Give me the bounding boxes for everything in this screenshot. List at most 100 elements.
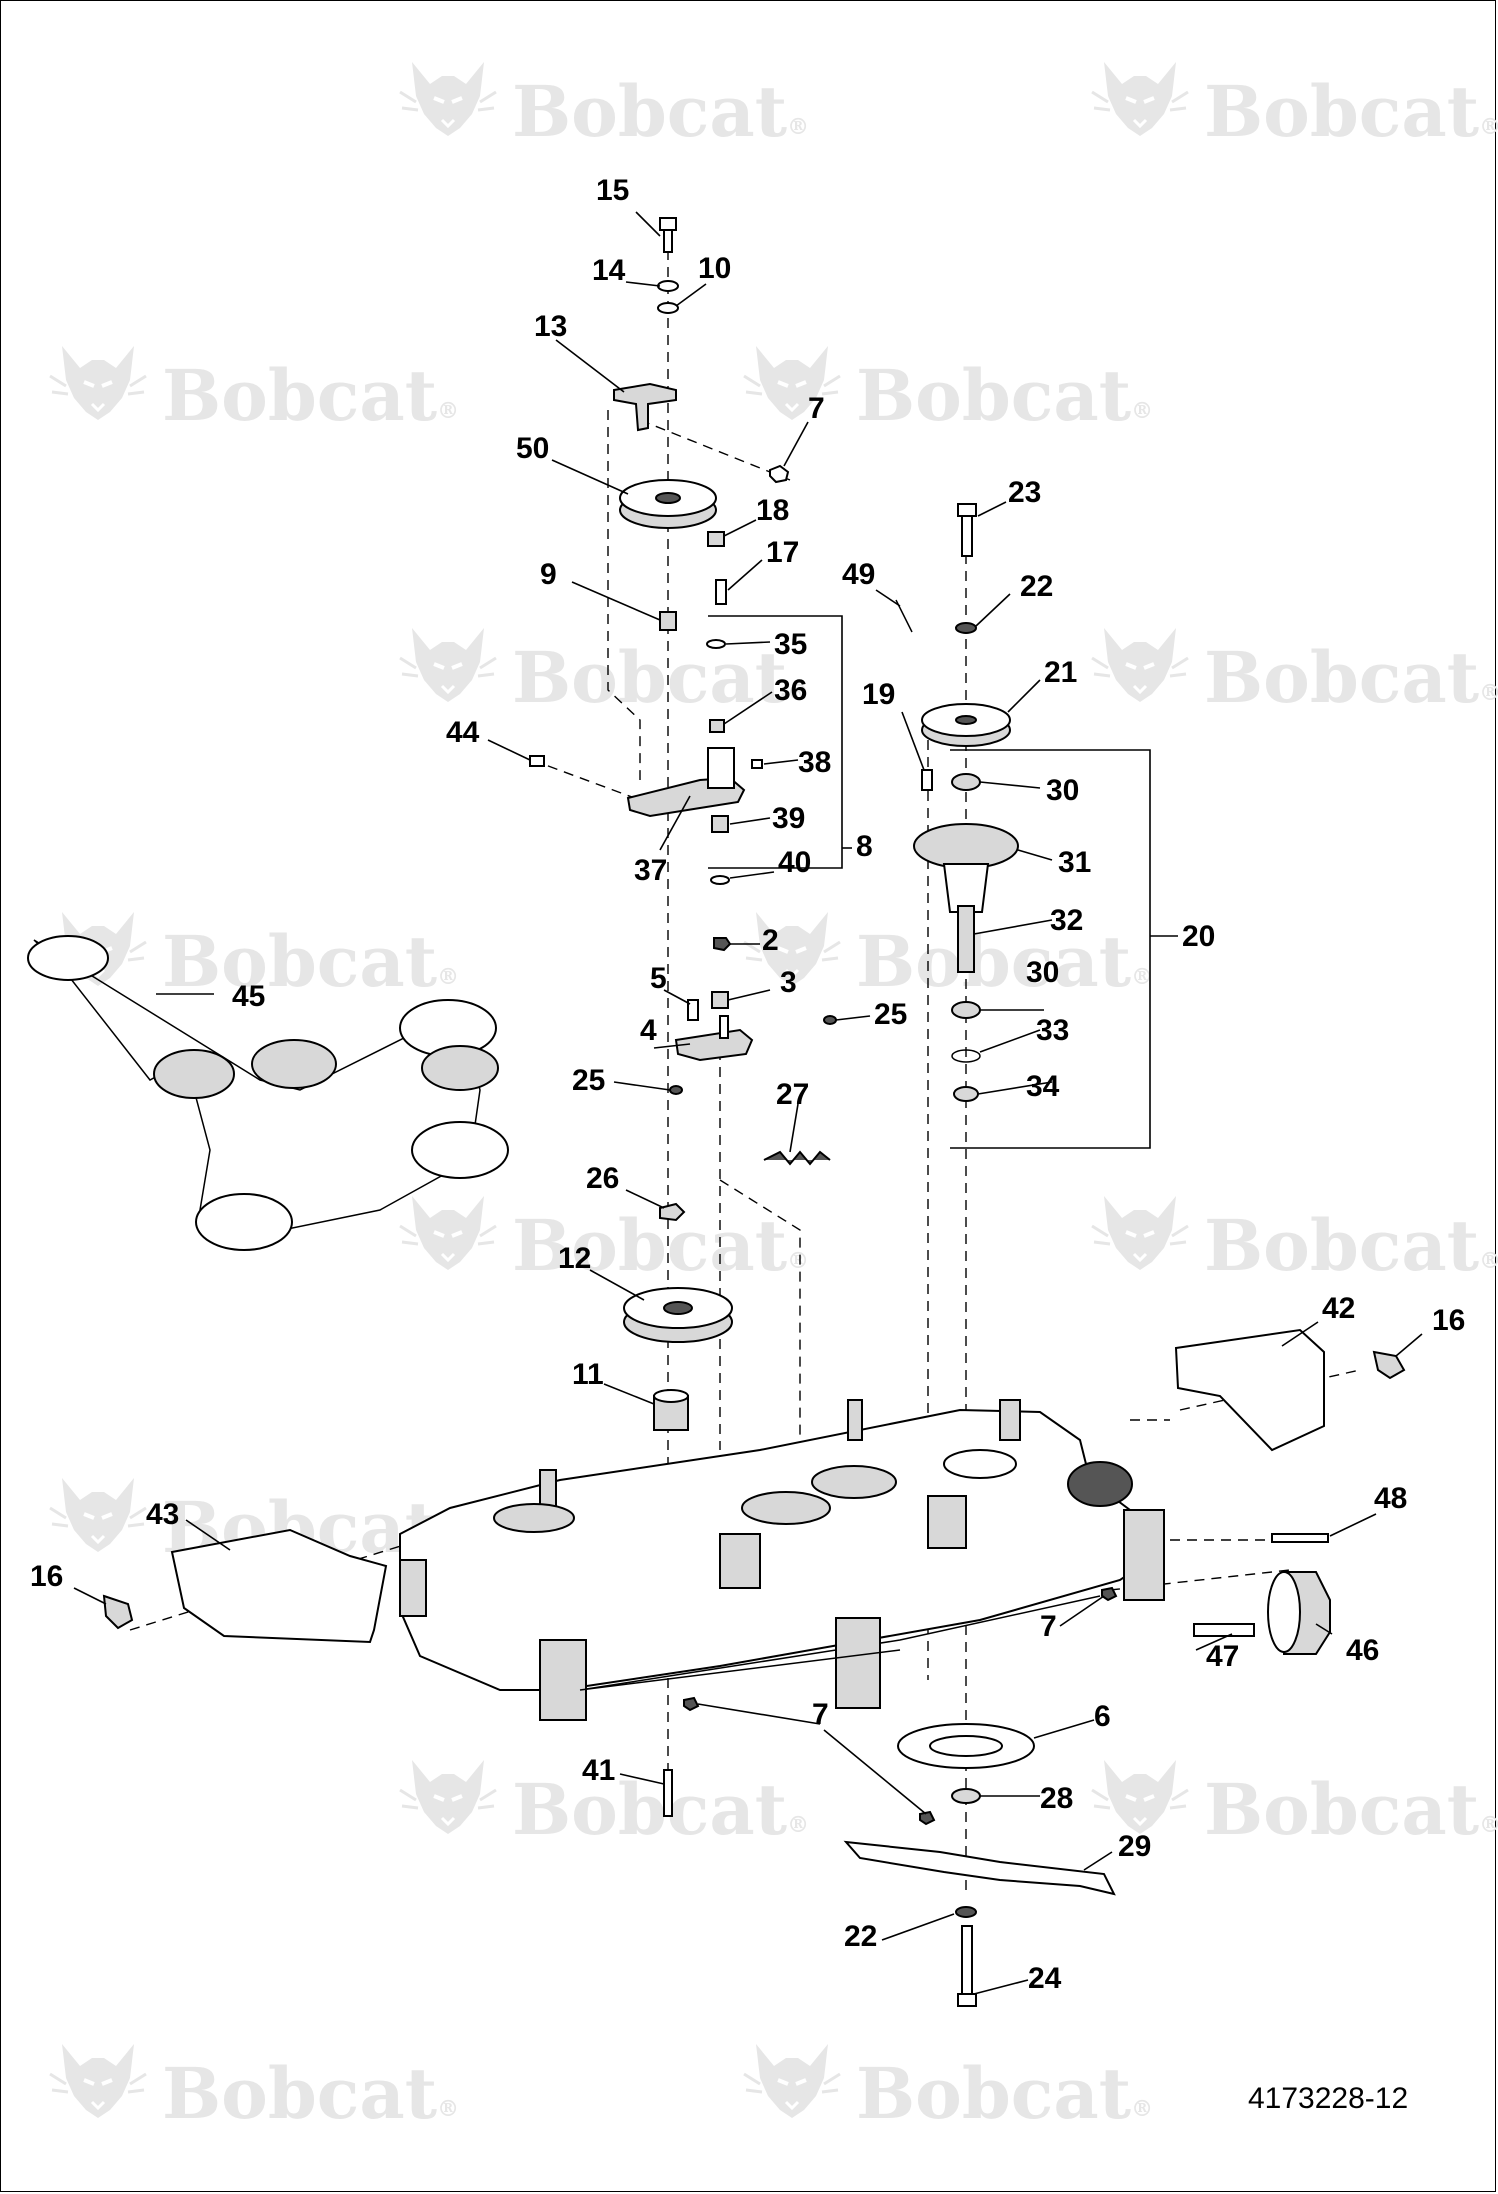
spacer-3-icon — [711, 991, 729, 1009]
bushing-39-icon — [711, 815, 729, 833]
belt-cover-42-icon — [1174, 1328, 1325, 1452]
callout-41: 41 — [582, 1754, 615, 1787]
registered-mark: ® — [1479, 680, 1498, 706]
callout-47: 47 — [1206, 1640, 1239, 1673]
callout-6: 6 — [1094, 1700, 1111, 1733]
callout-9: 9 — [540, 558, 557, 591]
callout-22: 22 — [1020, 570, 1053, 603]
nut-7d-icon — [919, 1810, 936, 1826]
callout-8: 8 — [856, 830, 873, 863]
bolt-15-icon — [659, 217, 677, 253]
registered-mark: ® — [437, 398, 459, 424]
callout-42: 42 — [1322, 1292, 1355, 1325]
callout-5: 5 — [650, 962, 667, 995]
watermark-text: Bobcat® — [856, 2052, 1153, 2135]
washer-22a-icon — [955, 622, 977, 634]
callout-4: 4 — [640, 1014, 657, 1047]
callout-7: 7 — [812, 1698, 829, 1731]
bobcat-head-logo-icon — [1090, 1194, 1190, 1272]
fitting-38-icon — [751, 759, 763, 769]
callout-19: 19 — [862, 678, 895, 711]
pulley-12-icon — [623, 1287, 733, 1343]
callout-25: 25 — [874, 998, 907, 1031]
blade-29-icon — [843, 1840, 1116, 1896]
bobcat-head-logo-icon — [742, 2042, 842, 2120]
callout-29: 29 — [1118, 1830, 1151, 1863]
callout-18: 18 — [756, 494, 789, 527]
spacer-36-icon — [709, 719, 725, 733]
callout-10: 10 — [698, 252, 731, 285]
watermark-text: Bobcat® — [512, 70, 809, 153]
watermark-text: Bobcat® — [1204, 1768, 1498, 1851]
bolt-19-icon — [921, 769, 933, 791]
washer-10-icon — [657, 302, 679, 314]
callout-48: 48 — [1374, 1482, 1407, 1515]
registered-mark: ® — [787, 114, 809, 140]
watermark-text: Bobcat® — [1204, 636, 1498, 719]
mount-plate-4-icon — [674, 1028, 754, 1062]
bobcat-head-logo-icon — [1090, 60, 1190, 138]
callout-36: 36 — [774, 674, 807, 707]
spindle-pulley-21-icon — [921, 703, 1011, 747]
callout-16: 16 — [30, 1560, 63, 1593]
callout-38: 38 — [798, 746, 831, 779]
callout-31: 31 — [1058, 846, 1091, 879]
nut-26-icon — [659, 1202, 686, 1222]
idler-pulley-50-icon — [619, 479, 717, 529]
spacer-11-icon — [653, 1389, 689, 1431]
callout-14: 14 — [592, 254, 626, 287]
snap-ring-33-icon — [951, 1049, 981, 1063]
callout-15: 15 — [596, 174, 629, 207]
idler-arm-37-icon — [626, 747, 746, 818]
registered-mark: ® — [1131, 964, 1153, 990]
registered-mark: ® — [1131, 2096, 1153, 2122]
spindle-housing-31-icon — [913, 823, 1019, 913]
callout-35: 35 — [774, 628, 807, 661]
bobcat-head-logo-icon — [742, 344, 842, 422]
bobcat-head-logo-icon — [48, 344, 148, 422]
nut-7b-icon — [1101, 1586, 1118, 1602]
bolt-17-icon — [715, 579, 727, 605]
callout-27: 27 — [776, 1078, 809, 1111]
washer-14-icon — [657, 280, 679, 292]
callout-30: 30 — [1026, 956, 1059, 989]
leader-lines — [73, 211, 1423, 1995]
ring-35-icon — [706, 639, 726, 649]
registered-mark: ® — [787, 680, 809, 706]
watermark-text: Bobcat® — [162, 920, 459, 1003]
callout-23: 23 — [1008, 476, 1041, 509]
bobcat-watermarks: Bobcat® Bobcat® Bobcat® Bobcat® Bobcat® … — [48, 60, 1498, 2135]
callout-30: 30 — [1046, 774, 1079, 807]
ring-40-icon — [710, 875, 730, 885]
watermark-text: Bobcat® — [512, 1768, 809, 1851]
callout-26: 26 — [586, 1162, 619, 1195]
watermark-text: Bobcat® — [512, 636, 809, 719]
washer-22b-icon — [955, 1906, 977, 1918]
callout-22: 22 — [844, 1920, 877, 1953]
pin-25b-icon — [823, 1015, 837, 1025]
spring-27-icon — [763, 1150, 831, 1166]
callout-20: 20 — [1182, 920, 1215, 953]
bushing-9-icon — [659, 611, 677, 631]
belt-cover-43-icon — [170, 1528, 388, 1644]
callout-12: 12 — [558, 1242, 591, 1275]
callout-32: 32 — [1050, 904, 1083, 937]
callout-39: 39 — [772, 802, 805, 835]
callout-45: 45 — [232, 980, 265, 1013]
knob-16a-icon — [1372, 1350, 1406, 1380]
registered-mark: ® — [1131, 398, 1153, 424]
bobcat-head-logo-icon — [398, 1758, 498, 1836]
bolt-41-icon — [663, 1769, 673, 1817]
callout-49: 49 — [842, 558, 875, 591]
bearing-30b-icon — [951, 1001, 981, 1019]
watermark-text: Bobcat® — [856, 354, 1153, 437]
mount-plate-6-icon — [897, 1723, 1035, 1769]
callout-labels: 15 14 10 13 7 50 18 17 9 35 36 44 38 39 … — [30, 174, 1465, 1995]
bushing-28-icon — [951, 1788, 981, 1804]
callout-11: 11 — [572, 1358, 604, 1391]
bearing-30a-icon — [951, 773, 981, 791]
callout-21: 21 — [1044, 656, 1077, 689]
bolt-23-icon — [957, 503, 977, 557]
